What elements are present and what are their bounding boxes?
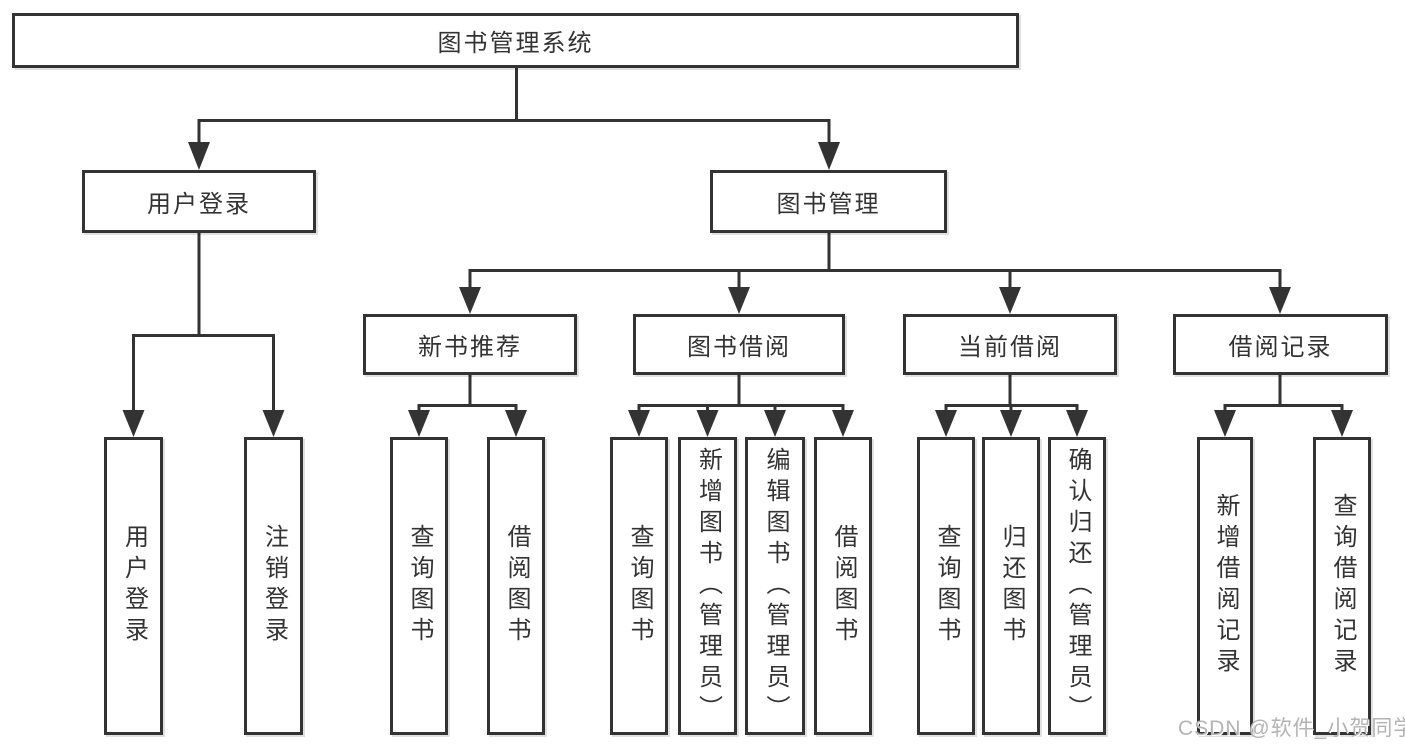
node-label: 用户登录 [120, 524, 148, 648]
node-label: 编辑图书（管理员） [762, 446, 789, 726]
node-book-borrowing: 图书借阅 [633, 314, 845, 375]
node-label: 当前借阅 [958, 334, 1062, 361]
leaf-user-login: 用户登录 [104, 437, 163, 735]
node-label: 查询图书 [626, 524, 653, 648]
node-label: 用户登录 [147, 191, 251, 218]
leaf-borrow-books-recommend: 借阅图书 [487, 437, 545, 735]
leaf-add-books-admin: 新增图书（管理员） [678, 437, 737, 735]
node-label: 借阅图书 [830, 524, 857, 648]
watermark: CSDN @软件_小贺同学 [1178, 717, 1405, 740]
leaf-query-borrow-record: 查询借阅记录 [1313, 437, 1371, 735]
leaf-return-books: 归还图书 [982, 437, 1040, 735]
leaf-query-books-borrowing: 查询图书 [610, 437, 668, 735]
leaf-query-books-current: 查询图书 [917, 437, 975, 735]
node-book-management: 图书管理 [710, 170, 947, 233]
node-label: 归还图书 [998, 524, 1025, 648]
node-label: 查询借阅记录 [1329, 493, 1356, 679]
node-label: 新书推荐 [418, 334, 522, 361]
node-label: 借阅图书 [503, 524, 530, 648]
node-label: 新增图书（管理员） [694, 446, 722, 726]
node-label: 注销登录 [260, 524, 288, 648]
node-label: 查询图书 [406, 524, 433, 648]
node-label: 图书管理系统 [437, 30, 594, 57]
node-label: 借阅记录 [1228, 334, 1333, 361]
node-label: 新增借阅记录 [1212, 493, 1239, 679]
leaf-query-books-recommend: 查询图书 [390, 437, 448, 735]
node-borrowing-records: 借阅记录 [1173, 314, 1388, 375]
node-label: 图书借阅 [687, 334, 791, 361]
node-user-login-branch: 用户登录 [82, 170, 316, 233]
node-label: 确认归还（管理员） [1064, 446, 1091, 726]
leaf-borrow-books-borrowing: 借阅图书 [814, 437, 872, 735]
node-current-borrowing: 当前借阅 [903, 314, 1117, 375]
node-label: 查询图书 [933, 524, 960, 648]
node-new-book-recommend: 新书推荐 [363, 314, 577, 375]
leaf-edit-books-admin: 编辑图书（管理员） [745, 437, 805, 735]
node-root-system: 图书管理系统 [12, 13, 1019, 68]
arrowhead-icons [122, 142, 1353, 437]
leaf-confirm-return-admin: 确认归还（管理员） [1048, 437, 1106, 735]
node-label: 图书管理 [776, 191, 881, 218]
leaf-add-borrow-record: 新增借阅记录 [1197, 437, 1253, 735]
leaf-logout: 注销登录 [244, 437, 303, 735]
